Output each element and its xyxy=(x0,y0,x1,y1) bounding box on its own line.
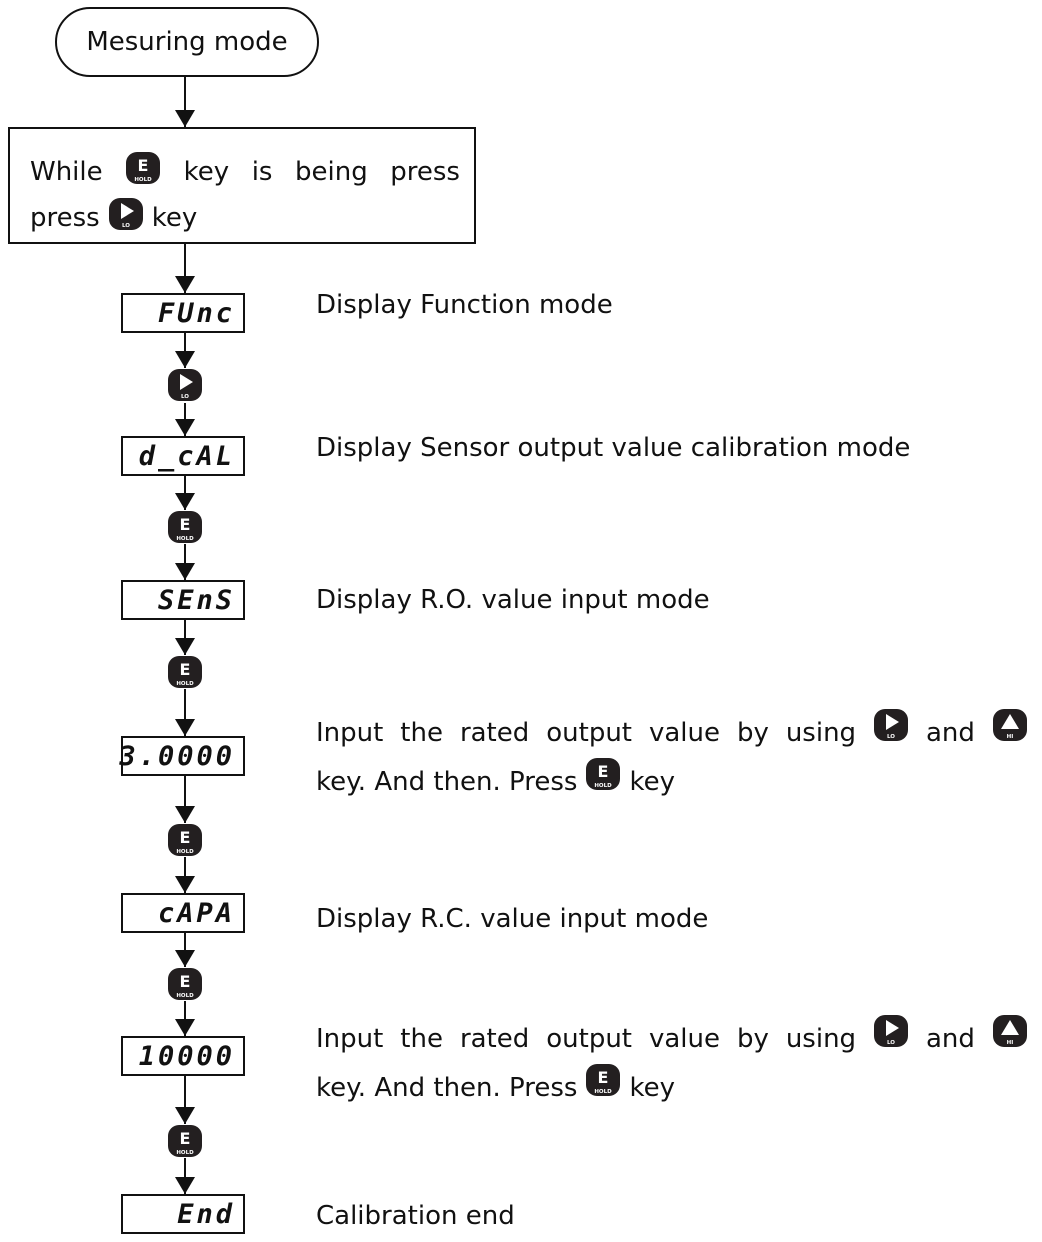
e-hold-key-icon: E HOLD xyxy=(585,757,621,806)
description-word: using xyxy=(785,1023,857,1054)
svg-text:HOLD: HOLD xyxy=(595,1089,613,1095)
svg-text:HI: HI xyxy=(1007,734,1014,740)
instruction-word: is xyxy=(251,156,273,187)
svg-text:HI: HI xyxy=(1007,1040,1014,1046)
lcd-display-rated-output: 3.0000 xyxy=(119,736,245,776)
description-word: by xyxy=(736,717,769,748)
svg-text:HOLD: HOLD xyxy=(595,783,613,789)
start-terminator: Mesuring mode xyxy=(55,7,319,77)
lcd-display-capa: cAPA xyxy=(121,893,245,933)
step-description-block: Input the rated output value by using LO… xyxy=(316,708,1028,806)
instruction-word: While xyxy=(30,156,103,187)
e-hold-key-icon: E HOLD xyxy=(585,1063,621,1112)
svg-text:HOLD: HOLD xyxy=(134,177,152,183)
e-hold-key-icon: E HOLD xyxy=(167,967,203,1005)
svg-text:E: E xyxy=(180,660,191,679)
description-word: and xyxy=(926,717,975,748)
lcd-display-sens: SEnS xyxy=(121,580,245,620)
svg-text:E: E xyxy=(180,828,191,847)
svg-text:HOLD: HOLD xyxy=(176,1150,194,1156)
lcd-display-end: End xyxy=(121,1194,245,1234)
svg-text:HOLD: HOLD xyxy=(176,849,194,855)
description-word: key. And then. Press xyxy=(316,1072,578,1103)
description-line-1: Input the rated output value by using LO… xyxy=(316,708,1028,757)
svg-text:E: E xyxy=(598,1068,609,1087)
description-word: value xyxy=(648,1023,720,1054)
svg-text:HOLD: HOLD xyxy=(176,681,194,687)
svg-text:LO: LO xyxy=(887,734,895,740)
svg-text:HOLD: HOLD xyxy=(176,993,194,999)
description-word: key. And then. Press xyxy=(316,766,578,797)
description-word: and xyxy=(926,1023,975,1054)
start-label: Mesuring mode xyxy=(86,27,288,57)
instruction-box: While E HOLD key is being press press LO … xyxy=(8,127,476,244)
svg-text:E: E xyxy=(180,515,191,534)
right-lo-key-icon: LO xyxy=(108,197,144,238)
lcd-display-rated-capacity: 10000 xyxy=(121,1036,245,1076)
instruction-line-1: While E HOLD key is being press xyxy=(30,151,460,192)
description-word: using xyxy=(785,717,857,748)
right-lo-key-icon: LO xyxy=(873,1014,909,1063)
step-description-block: Input the rated output value by using LO… xyxy=(316,1014,1028,1112)
svg-text:E: E xyxy=(138,156,149,175)
lcd-display-dcal: d_cAL xyxy=(121,436,245,476)
step-description: Calibration end xyxy=(316,1201,515,1231)
description-line-2: key. And then. Press E HOLD key xyxy=(316,757,1028,806)
svg-text:LO: LO xyxy=(887,1040,895,1046)
svg-text:LO: LO xyxy=(181,394,189,400)
svg-text:E: E xyxy=(180,972,191,991)
right-lo-key-icon: LO xyxy=(873,708,909,757)
right-lo-key-icon: LO xyxy=(167,368,203,406)
description-word: the xyxy=(400,717,443,748)
description-word: Input xyxy=(316,1023,384,1054)
description-line-2: key. And then. Press E HOLD key xyxy=(316,1063,1028,1112)
description-word: key xyxy=(629,766,675,797)
description-word: the xyxy=(400,1023,443,1054)
step-description: Display R.O. value input mode xyxy=(316,585,710,615)
svg-text:HOLD: HOLD xyxy=(176,536,194,542)
instruction-line-2: press LO key xyxy=(30,197,197,238)
instruction-word: key xyxy=(151,202,198,233)
step-description: Display Function mode xyxy=(316,290,613,320)
svg-text:LO: LO xyxy=(122,223,130,229)
instruction-word: key xyxy=(183,156,230,187)
instruction-word: press xyxy=(390,156,460,187)
svg-text:E: E xyxy=(598,762,609,781)
instruction-word: press xyxy=(30,202,100,233)
description-word: by xyxy=(736,1023,769,1054)
e-hold-key-icon: E HOLD xyxy=(125,151,161,192)
description-word: output xyxy=(546,1023,632,1054)
e-hold-key-icon: E HOLD xyxy=(167,655,203,693)
lcd-display-func: FUnc xyxy=(121,293,245,333)
svg-text:E: E xyxy=(180,1129,191,1148)
description-word: rated xyxy=(459,717,530,748)
step-description: Display Sensor output value calibration … xyxy=(316,433,911,463)
description-word: Input xyxy=(316,717,384,748)
up-hi-key-icon: HI xyxy=(992,708,1028,757)
instruction-word: being xyxy=(295,156,368,187)
description-line-1: Input the rated output value by using LO… xyxy=(316,1014,1028,1063)
up-hi-key-icon: HI xyxy=(992,1014,1028,1063)
step-description: Display R.C. value input mode xyxy=(316,904,709,934)
description-word: key xyxy=(629,1072,675,1103)
description-word: rated xyxy=(459,1023,530,1054)
e-hold-key-icon: E HOLD xyxy=(167,1124,203,1162)
e-hold-key-icon: E HOLD xyxy=(167,510,203,548)
description-word: value xyxy=(648,717,720,748)
description-word: output xyxy=(546,717,632,748)
e-hold-key-icon: E HOLD xyxy=(167,823,203,861)
